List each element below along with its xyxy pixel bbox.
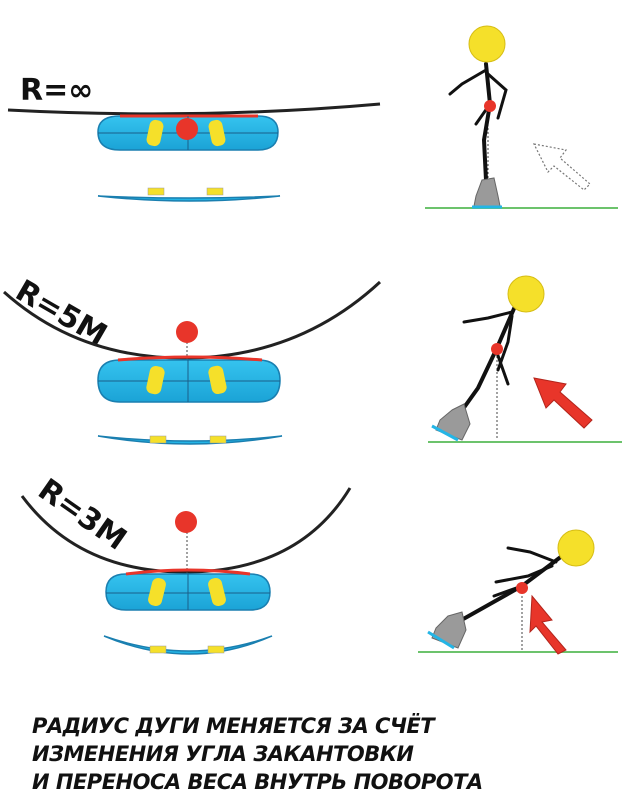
boot-icon: [473, 177, 501, 207]
rider-figure-3: [418, 529, 618, 653]
force-arrow-solid: [529, 594, 567, 655]
snowboard-side-view-1: [97, 187, 281, 202]
binding-rear: [208, 365, 227, 395]
snowboard-top-view-3: [105, 568, 271, 611]
boot-icon: [431, 611, 467, 649]
radius-label-5m: R=5M: [10, 273, 113, 353]
rider-figure-1: [425, 25, 618, 209]
caption-line-3: и переноса веса внутрь поворота: [32, 770, 483, 794]
arc-curve-flat: [7, 102, 381, 116]
rider-head: [468, 25, 506, 63]
snowboard-side-view-2: [97, 435, 283, 445]
row-1: R=∞: [7, 25, 618, 209]
snowboard-side-view-3: [103, 635, 273, 655]
arc-curve-3m: [20, 487, 352, 574]
radius-label-3m: R=3M: [32, 472, 133, 557]
center-of-mass-dot: [176, 321, 198, 343]
center-of-mass-dot: [175, 511, 197, 533]
row-2: R=5M: [3, 273, 622, 445]
rider-head: [507, 275, 545, 313]
snowboard-top-view-1: [97, 114, 279, 151]
caption-line-2: изменения угла закантовки: [32, 742, 414, 766]
rider-head: [557, 529, 595, 567]
binding-rear: [208, 119, 226, 147]
radius-label-infinity: R=∞: [20, 73, 93, 108]
caption: Радиус дуги меняется за счёт изменения у…: [32, 712, 632, 796]
binding-front: [146, 365, 165, 395]
rider-center-of-mass: [516, 582, 528, 594]
force-arrow-dotted: [532, 143, 591, 191]
boot-icon: [435, 403, 471, 441]
snowboard-top-view-2: [97, 355, 281, 403]
binding-rear: [208, 577, 226, 607]
rider-center-of-mass: [484, 100, 496, 112]
center-of-mass-dot: [176, 118, 198, 140]
force-arrow-solid: [533, 377, 593, 429]
binding-front: [148, 577, 166, 607]
rider-figure-2: [428, 275, 622, 443]
rider-center-of-mass: [491, 343, 503, 355]
binding-front: [146, 119, 164, 147]
caption-line-1: Радиус дуги меняется за счёт: [32, 714, 435, 738]
row-3: R=3M: [20, 472, 618, 655]
